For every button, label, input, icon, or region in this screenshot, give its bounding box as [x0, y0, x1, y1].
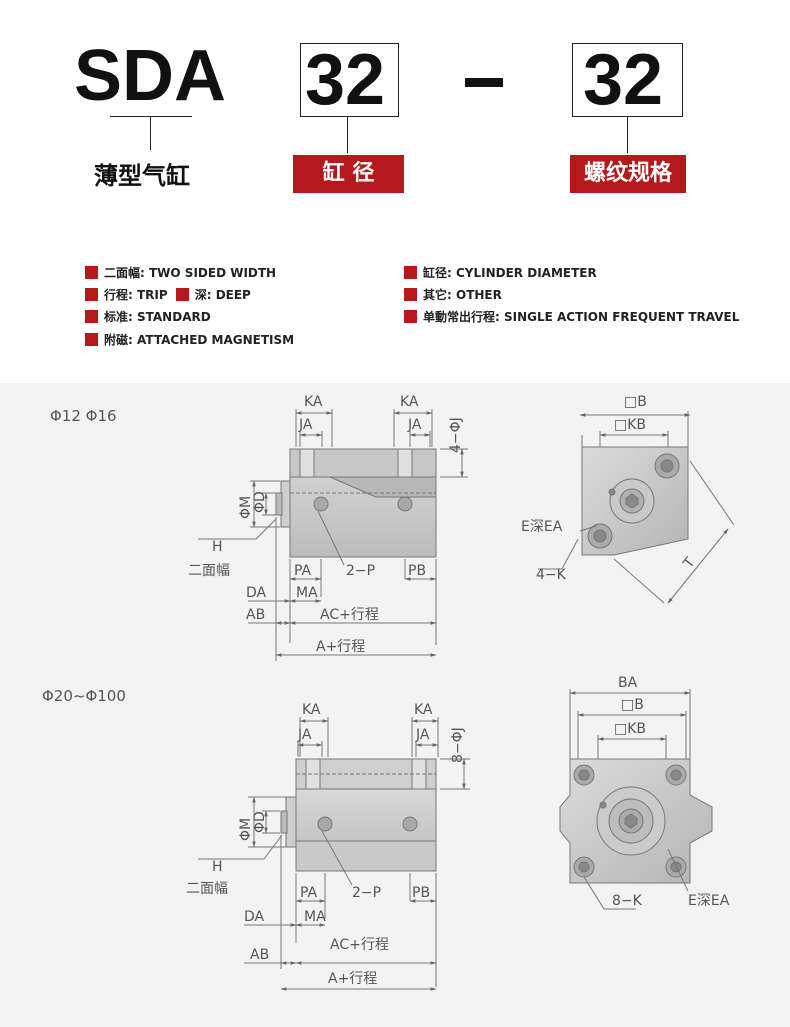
thread-leader	[627, 116, 628, 153]
legend-single-action: 单動常出行程: SINGLE ACTION FREQUENT TRAVEL	[404, 308, 739, 325]
d1-da: DA	[246, 585, 267, 601]
d1-title: Φ12 Φ16	[50, 407, 117, 425]
d1-ac: AC+行程	[320, 607, 379, 623]
legend-zh: 二面幅:	[104, 266, 145, 280]
legend-bullet	[175, 288, 189, 301]
legend-zh: 行程:	[104, 288, 133, 302]
d2-pb: PB	[412, 885, 430, 901]
d2-k: 8−K	[612, 893, 643, 909]
drawing-svg: Φ12 Φ16	[42, 394, 735, 991]
d1-kb: □KB	[614, 417, 646, 433]
legend-two-sided-width: 二面幅: TWO SIDED WIDTH	[85, 264, 276, 281]
legend-trip: 行程: TRIP 深: DEEP	[85, 286, 251, 303]
legend-bullet	[85, 288, 98, 301]
d1-ka-right: KA	[400, 394, 419, 410]
thread-caption: 螺纹规格	[570, 155, 686, 193]
bore-code-box	[300, 43, 399, 117]
legend-en: TWO SIDED WIDTH	[149, 265, 277, 280]
legend-bullet	[404, 266, 417, 279]
d2-title: Φ20~Φ100	[42, 687, 126, 705]
d1-h: H	[212, 539, 223, 555]
d1-a: A+行程	[316, 639, 365, 655]
d1-ab: AB	[246, 607, 265, 623]
d1-ja-left: JA	[298, 417, 313, 433]
d2-ka-right: KA	[414, 702, 433, 718]
legend-bullet	[85, 310, 98, 323]
bore-caption: 缸 径	[293, 155, 404, 193]
d2-ba: BA	[618, 675, 638, 691]
legend-bullet	[404, 288, 417, 301]
d2-e: E深EA	[688, 893, 730, 909]
d1-ka-left: KA	[304, 394, 323, 410]
d2-ma: MA	[304, 909, 326, 925]
d2-b: □B	[621, 697, 644, 713]
d1-e: E深EA	[521, 519, 563, 535]
legend-zh: 其它:	[423, 288, 452, 302]
legend-en: STANDARD	[137, 309, 211, 324]
d1-j: 4−ΦJ	[448, 417, 464, 453]
bore-leader	[347, 116, 348, 153]
d1-ja-right: JA	[407, 417, 422, 433]
d1-side-view	[198, 409, 468, 661]
legend-zh: 缸径:	[423, 266, 452, 280]
d1-end-view	[538, 411, 735, 604]
bore-code: 32	[305, 40, 386, 120]
legend-en: TRIP	[137, 287, 168, 302]
d1-k: 4−K	[536, 567, 567, 583]
d2-kb: □KB	[614, 721, 646, 737]
d2-phim: ΦM	[238, 818, 254, 841]
d1-t: T	[680, 555, 699, 573]
legend-bullet	[404, 310, 417, 323]
d2-ja-left: JA	[297, 727, 312, 743]
d1-two-side: 二面幅	[188, 563, 230, 579]
d2-pa: PA	[300, 885, 318, 901]
d2-two-side: 二面幅	[186, 881, 228, 897]
d2-phid: ΦD	[252, 811, 268, 833]
legend-en: SINGLE ACTION FREQUENT TRAVEL	[504, 309, 740, 324]
legend-magnetism: 附磁: ATTACHED MAGNETISM	[85, 331, 294, 348]
legend-zh: 单動常出行程:	[423, 310, 500, 324]
model-leader	[150, 116, 151, 150]
legend-zh: 标准:	[104, 310, 133, 324]
d1-b: □B	[624, 394, 647, 410]
model-underline	[110, 116, 192, 117]
legend-en: CYLINDER DIAMETER	[456, 265, 597, 280]
legend-en: DEEP	[215, 287, 251, 302]
d1-pb: PB	[408, 563, 426, 579]
legend-en: OTHER	[456, 287, 502, 302]
d2-a: A+行程	[328, 971, 377, 987]
d1-ma: MA	[296, 585, 318, 601]
d1-phid: ΦD	[252, 491, 268, 513]
legend-zh: 附磁:	[104, 333, 133, 347]
d2-j: 8−ΦJ	[450, 727, 466, 763]
d2-ac: AC+行程	[330, 937, 389, 953]
d1-phim: ΦM	[238, 496, 254, 519]
d2-h: H	[212, 859, 223, 875]
d2-ja-right: JA	[415, 727, 430, 743]
model-caption: 薄型气缸	[94, 162, 190, 190]
legend-bullet	[85, 266, 98, 279]
d2-side-view	[198, 717, 470, 991]
legend-standard: 标准: STANDARD	[85, 308, 211, 325]
d2-ka-left: KA	[302, 702, 321, 718]
dash	[465, 78, 503, 87]
model-code: SDA	[74, 36, 227, 116]
legend-bullet	[85, 333, 98, 346]
d2-p: 2−P	[352, 885, 381, 901]
legend-en: ATTACHED MAGNETISM	[137, 332, 295, 347]
legend-other: 其它: OTHER	[404, 286, 502, 303]
d2-ab: AB	[250, 947, 269, 963]
d1-pa: PA	[294, 563, 312, 579]
d2-da: DA	[244, 909, 265, 925]
technical-drawing-area: Φ12 Φ16	[0, 383, 790, 1027]
d2-end-view	[559, 689, 713, 910]
legend-cylinder-diameter: 缸径: CYLINDER DIAMETER	[404, 264, 597, 281]
thread-code: 32	[583, 40, 664, 120]
legend-zh: 深:	[194, 288, 212, 302]
d1-p: 2−P	[346, 563, 375, 579]
thread-code-box	[572, 43, 683, 117]
